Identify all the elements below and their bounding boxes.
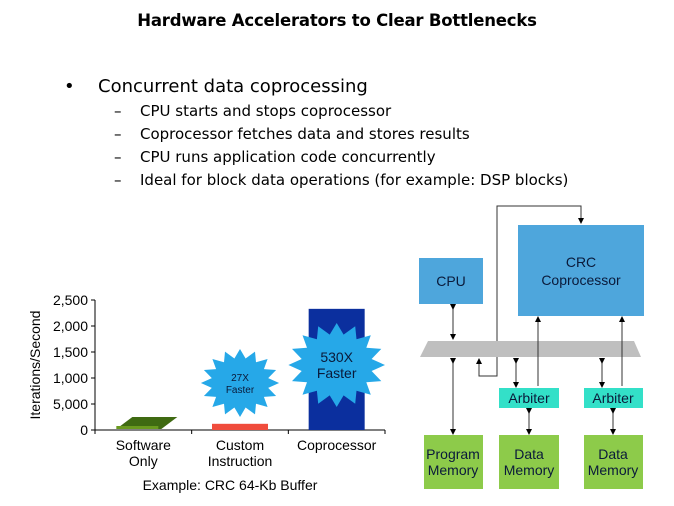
arbiter-label: Arbiter — [592, 390, 634, 406]
speedup-label: 27X — [231, 373, 249, 384]
memory-label: Memory — [428, 462, 479, 478]
y-tick-label: 1,500 — [53, 344, 88, 360]
y-tick-label: 1,000 — [53, 370, 88, 386]
speedup-label: 530X — [320, 349, 353, 365]
x-tick-label: Instruction — [208, 453, 273, 469]
system-bus — [420, 341, 641, 357]
dash-marker: – — [114, 148, 122, 166]
dash-marker: – — [114, 102, 122, 120]
y-tick-label: 2,500 — [53, 292, 88, 308]
memory-label: Data — [514, 446, 544, 462]
dash-marker: – — [114, 125, 122, 143]
arbiter-block — [499, 388, 559, 408]
y-tick-label: 2,000 — [53, 318, 88, 334]
sub-bullet-text: Coprocessor fetches data and stores resu… — [140, 125, 470, 143]
slide-title: Hardware Accelerators to Clear Bottlenec… — [137, 11, 537, 30]
sub-bullet-text: CPU starts and stops coprocessor — [140, 102, 392, 120]
data-memory-block — [499, 435, 559, 489]
coprocessor-label: CRC — [566, 254, 596, 270]
sub-bullet-text: Ideal for block data operations (for exa… — [140, 171, 569, 189]
speedup-label: Faster — [317, 365, 357, 381]
arbiter-block — [584, 388, 643, 408]
x-tick-label: Only — [129, 453, 158, 469]
speedup-starburst — [288, 323, 385, 407]
cpu-block — [419, 258, 483, 304]
x-tick-label: Custom — [216, 437, 264, 453]
x-tick-label: Coprocessor — [297, 437, 377, 453]
cpu-control-line — [496, 205, 584, 341]
bar — [212, 423, 268, 430]
y-tick-label: 0 — [80, 422, 88, 438]
coprocessor-block — [518, 225, 644, 316]
coprocessor-label: Coprocessor — [541, 272, 621, 288]
sub-bullet-text: CPU runs application code concurrently — [140, 148, 436, 166]
bullet-text: Concurrent data coprocessing — [98, 76, 368, 97]
speedup-label: Faster — [226, 385, 255, 396]
memory-label: Program — [426, 446, 480, 462]
cpu-label: CPU — [436, 273, 466, 289]
speedup-starburst — [200, 349, 280, 417]
bus-loop-line — [476, 357, 498, 377]
y-axis-label: Iterations/Second — [27, 311, 43, 420]
y-tick-label: 5,000 — [53, 396, 88, 412]
coprocessor-block-diagram: CPU CRC Coprocessor Arbiter Arbiter Prog… — [419, 205, 644, 489]
dash-marker: – — [114, 171, 122, 189]
bar-base — [116, 426, 159, 429]
data-memory-block — [584, 435, 643, 489]
x-tick-label: Software — [116, 437, 171, 453]
arbiter-label: Arbiter — [508, 390, 550, 406]
memory-label: Data — [598, 446, 628, 462]
memory-label: Memory — [588, 462, 639, 478]
program-memory-block — [424, 435, 483, 489]
bullet-marker: • — [64, 76, 75, 97]
memory-label: Memory — [504, 462, 555, 478]
performance-bar-chart: 0 5,000 1,000 1,500 2,000 2,500Iterations/Sec… — [27, 292, 386, 493]
x-axis-label: Example: CRC 64-Kb Buffer — [143, 477, 318, 493]
